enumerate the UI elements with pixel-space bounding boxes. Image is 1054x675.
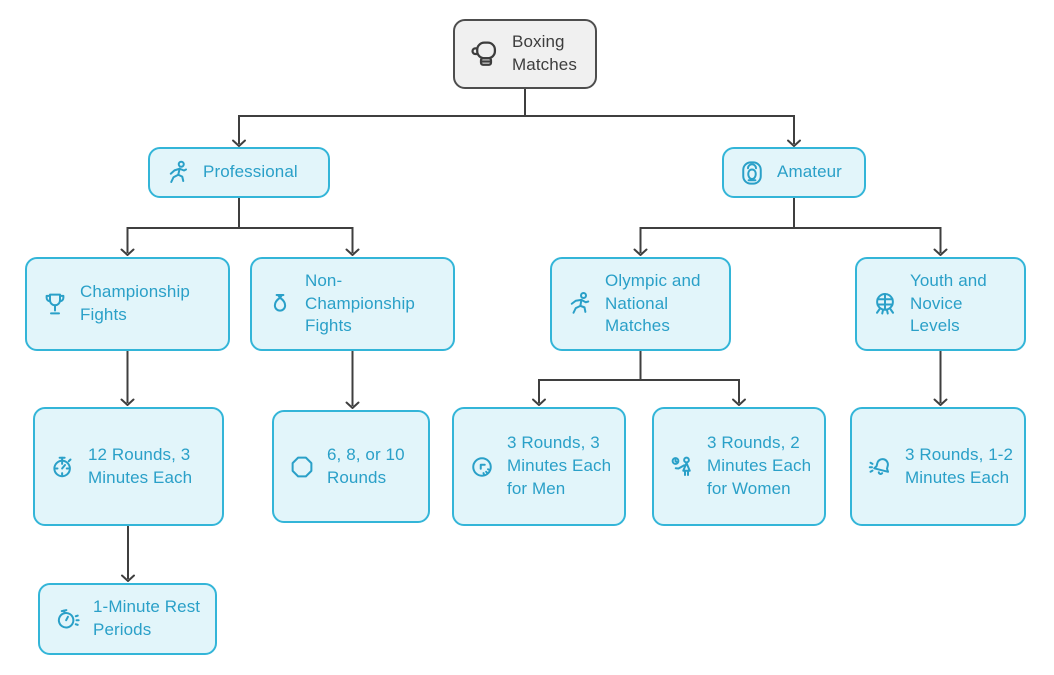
boxer-icon [163, 158, 193, 188]
node-men-rounds: 3 Rounds, 3 Minutes Each for Men [452, 407, 626, 526]
edge-nonchampionship-to-rounds [345, 350, 360, 409]
arrowhead [633, 248, 648, 256]
node-label: 12 Rounds, 3 Minutes Each [88, 444, 193, 487]
node-youth-novice: Youth and Novice Levels [855, 257, 1026, 351]
octagon-icon [287, 452, 317, 482]
mask-icon [870, 289, 900, 319]
arrowhead [120, 248, 135, 256]
node-non-championship-fights: Non-Championship Fights [250, 257, 455, 351]
node-label: Youth and Novice Levels [910, 270, 987, 336]
node-label: Boxing Matches [512, 32, 577, 74]
trophy-icon [40, 289, 70, 319]
node-rest-periods: 1-Minute Rest Periods [38, 583, 217, 655]
node-youth-rounds: 3 Rounds, 1-2 Minutes Each [850, 407, 1026, 526]
node-women-rounds: 3 Rounds, 2 Minutes Each for Women [652, 407, 826, 526]
node-label: 6, 8, or 10 Rounds [327, 444, 405, 487]
arrowhead [345, 401, 360, 409]
boxing-glove-icon [468, 37, 502, 71]
node-label: Championship Fights [80, 282, 190, 324]
node-label: Non-Championship Fights [305, 270, 415, 336]
node-championship-fights: Championship Fights [25, 257, 230, 351]
node-olympic-national: Olympic and National Matches [550, 257, 731, 351]
arrowhead [120, 398, 135, 406]
arrowhead [121, 574, 135, 582]
sparring-icon [565, 289, 595, 319]
arrowhead [732, 398, 746, 406]
node-label: 3 Rounds, 2 Minutes Each for Women [707, 433, 812, 498]
node-label: Professional [203, 162, 298, 182]
edge-rounds-to-rest [121, 525, 135, 582]
edge-professional-split [120, 197, 360, 256]
arrowhead [933, 248, 948, 256]
node-label: Olympic and National Matches [605, 270, 701, 336]
node-label: 3 Rounds, 3 Minutes Each for Men [507, 433, 612, 498]
arrowhead [532, 398, 546, 406]
node-amateur: Amateur [722, 147, 866, 198]
node-boxing-matches: Boxing Matches [453, 19, 597, 89]
node-non-championship-rounds: 6, 8, or 10 Rounds [272, 410, 430, 523]
stopwatch-icon [48, 452, 78, 482]
node-professional: Professional [148, 147, 330, 198]
arrowhead [345, 248, 360, 256]
node-label: 1-Minute Rest Periods [93, 597, 201, 639]
arrowhead [787, 139, 801, 147]
clock-icon [467, 452, 497, 482]
arrowhead [232, 139, 246, 147]
node-label: Amateur [777, 162, 842, 182]
headgear-icon [737, 158, 767, 188]
arrowhead [933, 398, 948, 406]
node-championship-rounds: 12 Rounds, 3 Minutes Each [33, 407, 224, 526]
edge-olympic-split [532, 350, 746, 406]
edge-root-split [232, 88, 801, 147]
bell-ring-icon [865, 452, 895, 482]
woman-clock-icon [667, 452, 697, 482]
rest-timer-icon [53, 604, 83, 634]
edge-amateur-split [633, 197, 948, 256]
punching-bag-icon [265, 289, 295, 319]
edge-youth-to-rounds [933, 350, 948, 406]
node-label: 3 Rounds, 1-2 Minutes Each [905, 444, 1014, 487]
edge-championship-to-rounds [120, 350, 135, 406]
